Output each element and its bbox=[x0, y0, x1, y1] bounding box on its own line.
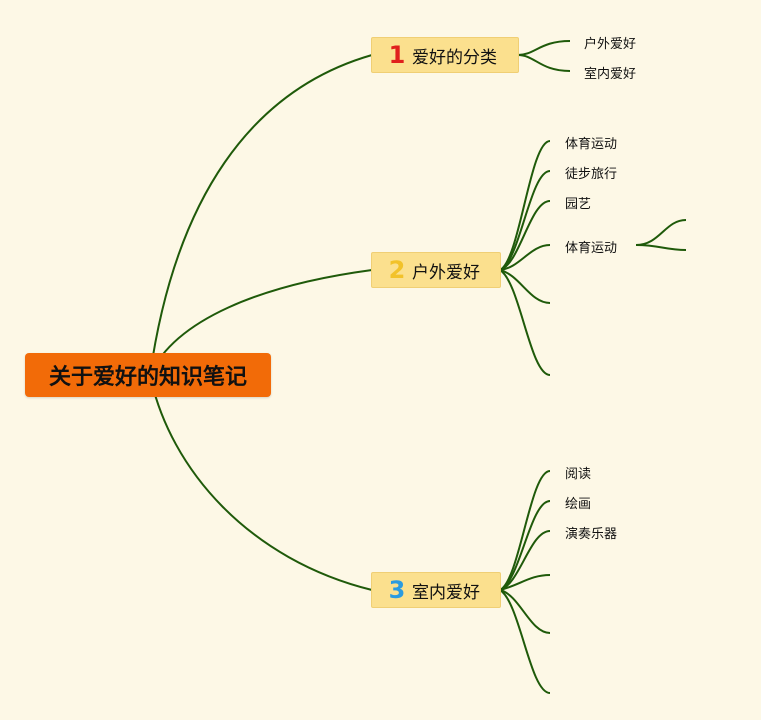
leaf-topic[interactable]: 演奏乐器 bbox=[565, 527, 618, 542]
connector-b3-leaf1 bbox=[499, 470, 551, 591]
connector-b1-leaf1 bbox=[517, 40, 571, 56]
leaf-topic[interactable]: 室内爱好 bbox=[584, 67, 637, 82]
leaf-topic[interactable]: 园艺 bbox=[565, 197, 592, 212]
root-topic-label: 关于爱好的知识笔记 bbox=[48, 365, 247, 390]
connector-b3-leaf4 bbox=[499, 574, 551, 591]
leaf-topic[interactable]: 体育运动 bbox=[565, 137, 618, 152]
number-two-icon: 2 bbox=[388, 256, 406, 284]
branch-topic-3[interactable]: 3 室内爱好 bbox=[371, 572, 501, 608]
number-one-icon: 1 bbox=[388, 41, 406, 69]
connector-b1-leaf2 bbox=[517, 54, 571, 72]
connector-b2-leaf1 bbox=[499, 140, 551, 271]
leaf-topic[interactable]: 户外爱好 bbox=[584, 37, 637, 52]
connector-b3-leaf6 bbox=[499, 589, 551, 694]
connector-b3-leaf3 bbox=[499, 530, 551, 591]
root-topic[interactable]: 关于爱好的知识笔记 bbox=[25, 353, 271, 397]
leaf-topic[interactable]: 阅读 bbox=[565, 467, 592, 482]
branch-topic-2[interactable]: 2 户外爱好 bbox=[371, 252, 501, 288]
connector-b2-leaf6 bbox=[499, 269, 551, 376]
leaf-topic[interactable]: 体育运动 bbox=[565, 241, 618, 256]
number-three-icon: 3 bbox=[388, 576, 406, 604]
branch-topic-1[interactable]: 1 爱好的分类 bbox=[371, 37, 519, 73]
connector-root-branch1 bbox=[149, 54, 373, 376]
connector-b2-leaf3 bbox=[499, 200, 551, 271]
connector-root-branch3 bbox=[149, 374, 373, 591]
leaf-topic[interactable]: 徒步旅行 bbox=[565, 167, 618, 182]
connector-b2-leaf5 bbox=[499, 269, 551, 304]
branch-topic-label: 爱好的分类 bbox=[412, 47, 497, 68]
leaf-topic[interactable]: 绘画 bbox=[565, 497, 592, 512]
connector-b3-leaf2 bbox=[499, 500, 551, 591]
connector-b2-leaf2 bbox=[499, 170, 551, 271]
connector-b3-leaf5 bbox=[499, 589, 551, 634]
branch-topic-label: 室内爱好 bbox=[412, 582, 480, 603]
connector-sub-leaf2 bbox=[635, 244, 687, 251]
connector-sub-leaf1 bbox=[635, 219, 687, 246]
branch-topic-label: 户外爱好 bbox=[412, 262, 480, 283]
connector-b2-leaf4 bbox=[499, 244, 551, 271]
